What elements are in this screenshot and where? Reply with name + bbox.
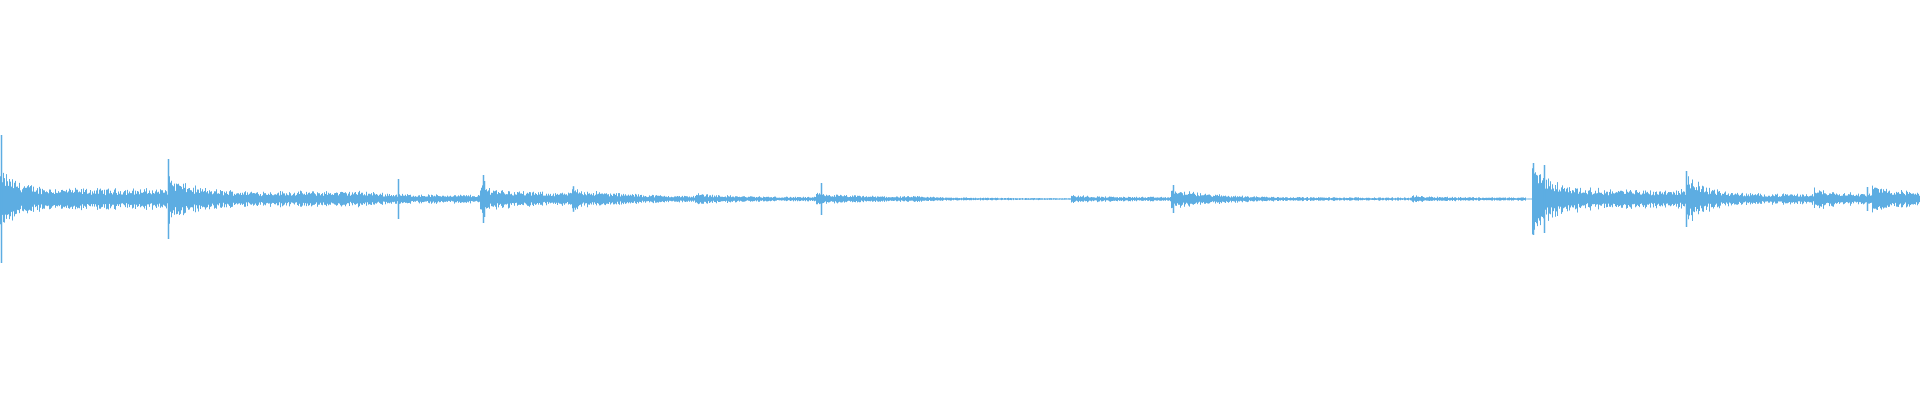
- waveform-envelope: [0, 168, 1920, 235]
- waveform-bars: [0, 135, 1920, 263]
